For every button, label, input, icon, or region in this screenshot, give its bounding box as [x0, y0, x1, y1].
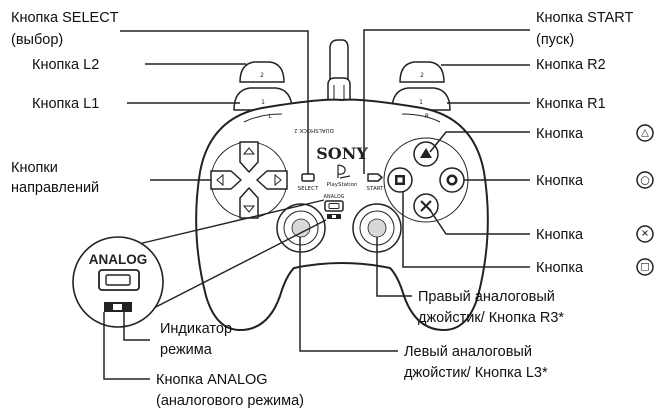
label-select-line2: (выбор) — [11, 32, 63, 48]
center-panel: SONY PlayStation SELECT START ANALOG — [298, 144, 384, 219]
analog-zoom-inset: ANALOG — [72, 199, 327, 328]
label-start-line2: (пуск) — [536, 32, 574, 48]
label-l2: Кнопка L2 — [32, 57, 99, 73]
triangle-button-icon — [420, 148, 432, 158]
label-r1: Кнопка R1 — [536, 96, 606, 112]
circle-icon: ○ — [640, 174, 650, 187]
label-r2: Кнопка R2 — [536, 57, 606, 73]
svg-text:DUALSHOCK 2: DUALSHOCK 2 — [294, 127, 334, 133]
svg-text:1: 1 — [419, 99, 423, 106]
select-button-shape — [301, 173, 315, 182]
left-labels: Кнопка SELECT (выбор) Кнопка L2 Кнопка L… — [11, 10, 304, 409]
inset-analog-button — [98, 269, 140, 291]
svg-text:SELECT: SELECT — [298, 186, 319, 192]
svg-text:1: 1 — [261, 99, 265, 106]
r2-button-shape — [399, 61, 445, 83]
label-mode-indicator-line2: режима — [160, 342, 213, 358]
cross-icon: ✕ — [641, 229, 649, 240]
square-icon: □ — [640, 262, 649, 273]
analog-button-shape — [324, 200, 344, 212]
label-mode-indicator-line1: Индикатор — [160, 321, 232, 337]
triangle-icon: △ — [641, 128, 649, 139]
label-select-line1: Кнопка SELECT — [11, 10, 119, 26]
label-l1: Кнопка L1 — [32, 96, 99, 112]
label-direction-line2: направлений — [11, 180, 99, 196]
svg-text:R: R — [425, 113, 429, 120]
label-direction-line1: Кнопки — [11, 160, 58, 176]
label-left-stick-line1: Левый аналоговый — [404, 344, 532, 360]
svg-text:ANALOG: ANALOG — [324, 194, 345, 200]
label-right-stick-line1: Правый аналоговый — [418, 289, 555, 305]
label-cross: Кнопка — [536, 227, 584, 243]
direction-buttons — [210, 141, 288, 219]
action-buttons — [383, 137, 469, 223]
analog-sticks — [276, 203, 402, 253]
svg-text:SONY: SONY — [316, 144, 368, 163]
right-labels: Кнопка START (пуск) Кнопка R2 Кнопка R1 … — [404, 10, 654, 381]
label-right-stick-line2: джойстик/ Кнопка R3* — [418, 310, 564, 326]
start-button-shape — [367, 173, 383, 182]
label-analog-line2: (аналогового режима) — [156, 393, 304, 409]
playstation-logo-icon — [337, 164, 351, 179]
svg-text:2: 2 — [260, 72, 264, 79]
svg-text:L: L — [268, 113, 272, 120]
svg-text:START: START — [367, 186, 385, 192]
label-circle: Кнопка — [536, 173, 584, 189]
label-square: Кнопка — [536, 260, 584, 276]
label-triangle: Кнопка — [536, 126, 584, 142]
leader-lines — [103, 29, 530, 380]
svg-text:PlayStation: PlayStation — [326, 182, 358, 188]
label-analog-line1: Кнопка ANALOG — [156, 372, 268, 388]
label-left-stick-line2: джойстик/ Кнопка L3* — [404, 365, 548, 381]
svg-text:2: 2 — [420, 72, 424, 79]
l2-button-shape — [239, 61, 285, 83]
label-start-line1: Кнопка START — [536, 10, 633, 26]
cross-button-icon — [420, 200, 432, 212]
inset-analog-title: ANALOG — [89, 252, 148, 267]
